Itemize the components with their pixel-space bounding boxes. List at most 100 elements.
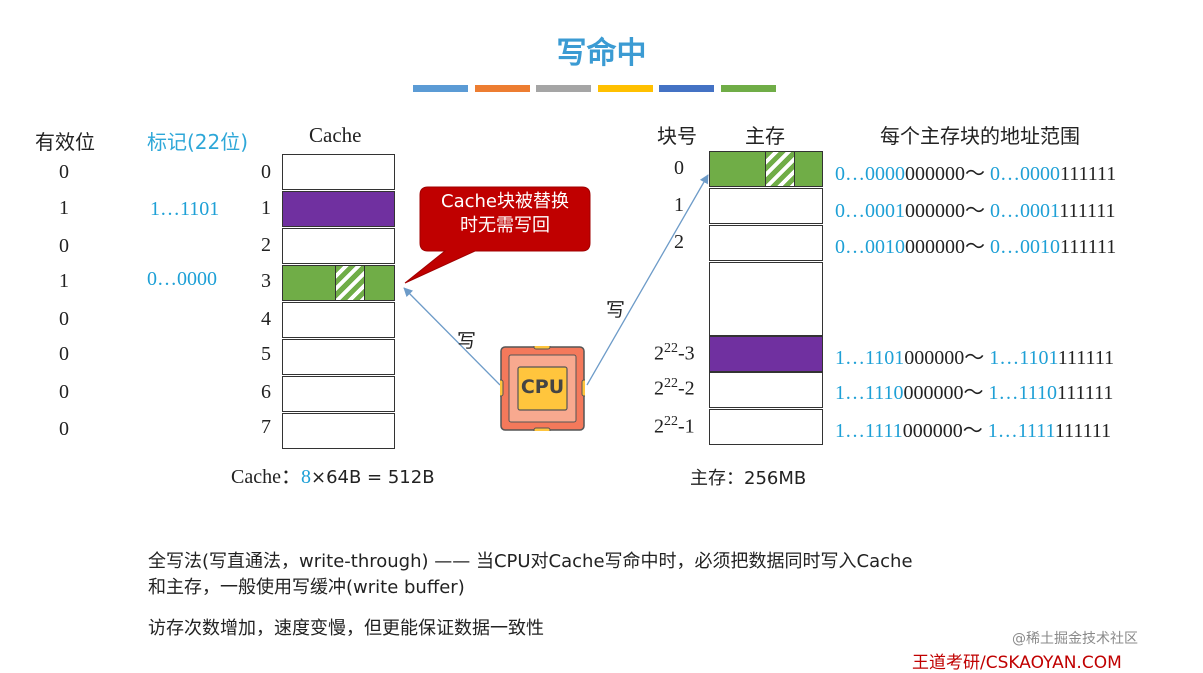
block-num-last-1: 222-1 [654, 414, 695, 439]
callout-line-1: Cache块被替换 [441, 191, 569, 212]
valid-bit-3: 1 [59, 270, 69, 292]
addr-end-block: 1…1110 [988, 382, 1058, 404]
block-num-exp: 22 [664, 376, 678, 391]
cache-size-count: 8 [300, 466, 311, 488]
valid-bit-6: 0 [59, 381, 69, 403]
stripe-1 [413, 85, 468, 92]
block-num-2: 2 [674, 231, 684, 253]
cache-size-rest: ×64B = 512B [310, 467, 435, 488]
callout-line-2: 时无需写回 [460, 215, 550, 236]
address-range-row: 1…1111000000～ 1…1111111111 [835, 414, 1111, 443]
cache-line-5 [282, 339, 395, 375]
memory-block-n3 [709, 336, 823, 372]
cpu-chip: CPU [496, 342, 589, 435]
addr-start-offset: 000000 [904, 347, 965, 369]
cache-size-prefix: Cache： [231, 466, 301, 488]
addr-separator: ～ [965, 163, 990, 185]
memory-block-n2 [709, 372, 823, 408]
cache-line-2 [282, 228, 395, 264]
cpu-icon [496, 342, 589, 435]
block-num-0: 0 [674, 157, 684, 179]
header-main-memory: 主存 [745, 124, 785, 148]
addr-start-block: 0…0001 [835, 200, 905, 222]
header-cache: Cache [309, 123, 362, 147]
block-num-1: 1 [674, 194, 684, 216]
block-num-offset: -3 [678, 342, 695, 365]
block-num-last-3: 222-3 [654, 341, 695, 366]
address-range-row: 1…1101000000～ 1…1101111111 [835, 341, 1114, 370]
addr-start-block: 1…1101 [835, 347, 905, 369]
addr-end-offset: 111111 [1057, 382, 1114, 404]
addr-separator: ～ [962, 420, 988, 442]
cpu-label: CPU [520, 376, 565, 398]
addr-start-offset: 000000 [903, 382, 964, 404]
memory-block-1 [709, 188, 823, 224]
paragraph-tradeoff: 访存次数增加，速度变慢，但更能保证数据一致性 [148, 618, 544, 639]
block-num-offset: -2 [678, 377, 695, 400]
memory-block-0 [709, 151, 823, 187]
addr-start-offset: 000000 [905, 163, 965, 185]
block-num-exp: 22 [664, 414, 678, 429]
addr-end-block: 1…1111 [987, 420, 1056, 442]
valid-bit-2: 0 [59, 235, 69, 257]
block-num-base: 2 [654, 377, 664, 400]
block-num-base: 2 [654, 342, 664, 365]
valid-bit-0: 0 [59, 161, 69, 183]
cache-line-3 [282, 265, 395, 301]
addr-end-offset: 111111 [1059, 200, 1116, 222]
address-range-row: 0…0000000000～ 0…0000111111 [835, 157, 1116, 186]
tag-row-3: 0…0000 [147, 268, 217, 290]
cache-row-num-1: 1 [261, 197, 271, 219]
addr-start-offset: 000000 [905, 236, 965, 258]
addr-separator: ～ [964, 347, 990, 369]
write-label-right: 写 [606, 299, 626, 321]
header-tag: 标记(22位) [147, 130, 249, 154]
addr-start-block: 0…0010 [835, 236, 905, 258]
write-arrow-to-cache [403, 287, 501, 386]
addr-end-block: 0…0000 [990, 163, 1060, 185]
cache-line-0 [282, 154, 395, 190]
block-num-last-2: 222-2 [654, 376, 695, 401]
stripe-3 [536, 85, 591, 92]
tag-row-1: 1…1101 [150, 198, 220, 220]
cache-line-6 [282, 376, 395, 412]
addr-end-offset: 111111 [1060, 236, 1117, 258]
watermark-text: @稀土掘金技术社区 [1012, 631, 1138, 647]
addr-end-block: 0…0001 [990, 200, 1060, 222]
memory-block-ellipsis [709, 262, 823, 336]
cache-line-4 [282, 302, 395, 338]
addr-end-offset: 111111 [1055, 420, 1112, 442]
header-valid-bit: 有效位 [35, 130, 95, 154]
cache-row-num-3: 3 [261, 270, 271, 292]
address-range-row: 1…1110000000～ 1…1110111111 [835, 376, 1113, 405]
cache-row-num-5: 5 [261, 343, 271, 365]
addr-start-offset: 000000 [905, 200, 965, 222]
paragraph-write-through-line-1: 全写法(写直通法，write-through) —— 当CPU对Cache写命中… [148, 551, 913, 572]
addr-separator: ～ [965, 200, 990, 222]
addr-start-block: 1…1111 [835, 420, 903, 442]
addr-start-block: 0…0000 [835, 163, 905, 185]
block-num-base: 2 [654, 415, 664, 438]
memory-block-n1 [709, 409, 823, 445]
stripe-5 [659, 85, 714, 92]
written-data-hatch [765, 152, 795, 186]
header-block-no: 块号 [657, 124, 697, 148]
cache-row-num-7: 7 [261, 416, 271, 438]
address-range-row: 0…0001000000～ 0…0001111111 [835, 194, 1116, 223]
addr-end-offset: 111111 [1060, 163, 1117, 185]
addr-start-block: 1…1110 [835, 382, 904, 404]
brand-text: 王道考研/CSKAOYAN.COM [912, 653, 1122, 673]
stripe-2 [475, 85, 530, 92]
cache-row-num-2: 2 [261, 234, 271, 256]
write-label-left: 写 [457, 330, 477, 352]
valid-bit-7: 0 [59, 418, 69, 440]
address-range-row: 0…0010000000～ 0…0010111111 [835, 230, 1116, 259]
block-num-offset: -1 [678, 415, 695, 438]
block-num-exp: 22 [664, 341, 678, 356]
written-data-hatch [335, 266, 365, 300]
cache-size-caption: Cache：8×64B = 512B [231, 460, 435, 489]
valid-bit-4: 0 [59, 308, 69, 330]
addr-end-offset: 111111 [1058, 347, 1115, 369]
paragraph-write-through-line-2: 和主存，一般使用写缓冲(write buffer) [148, 577, 465, 598]
memory-block-2 [709, 225, 823, 261]
